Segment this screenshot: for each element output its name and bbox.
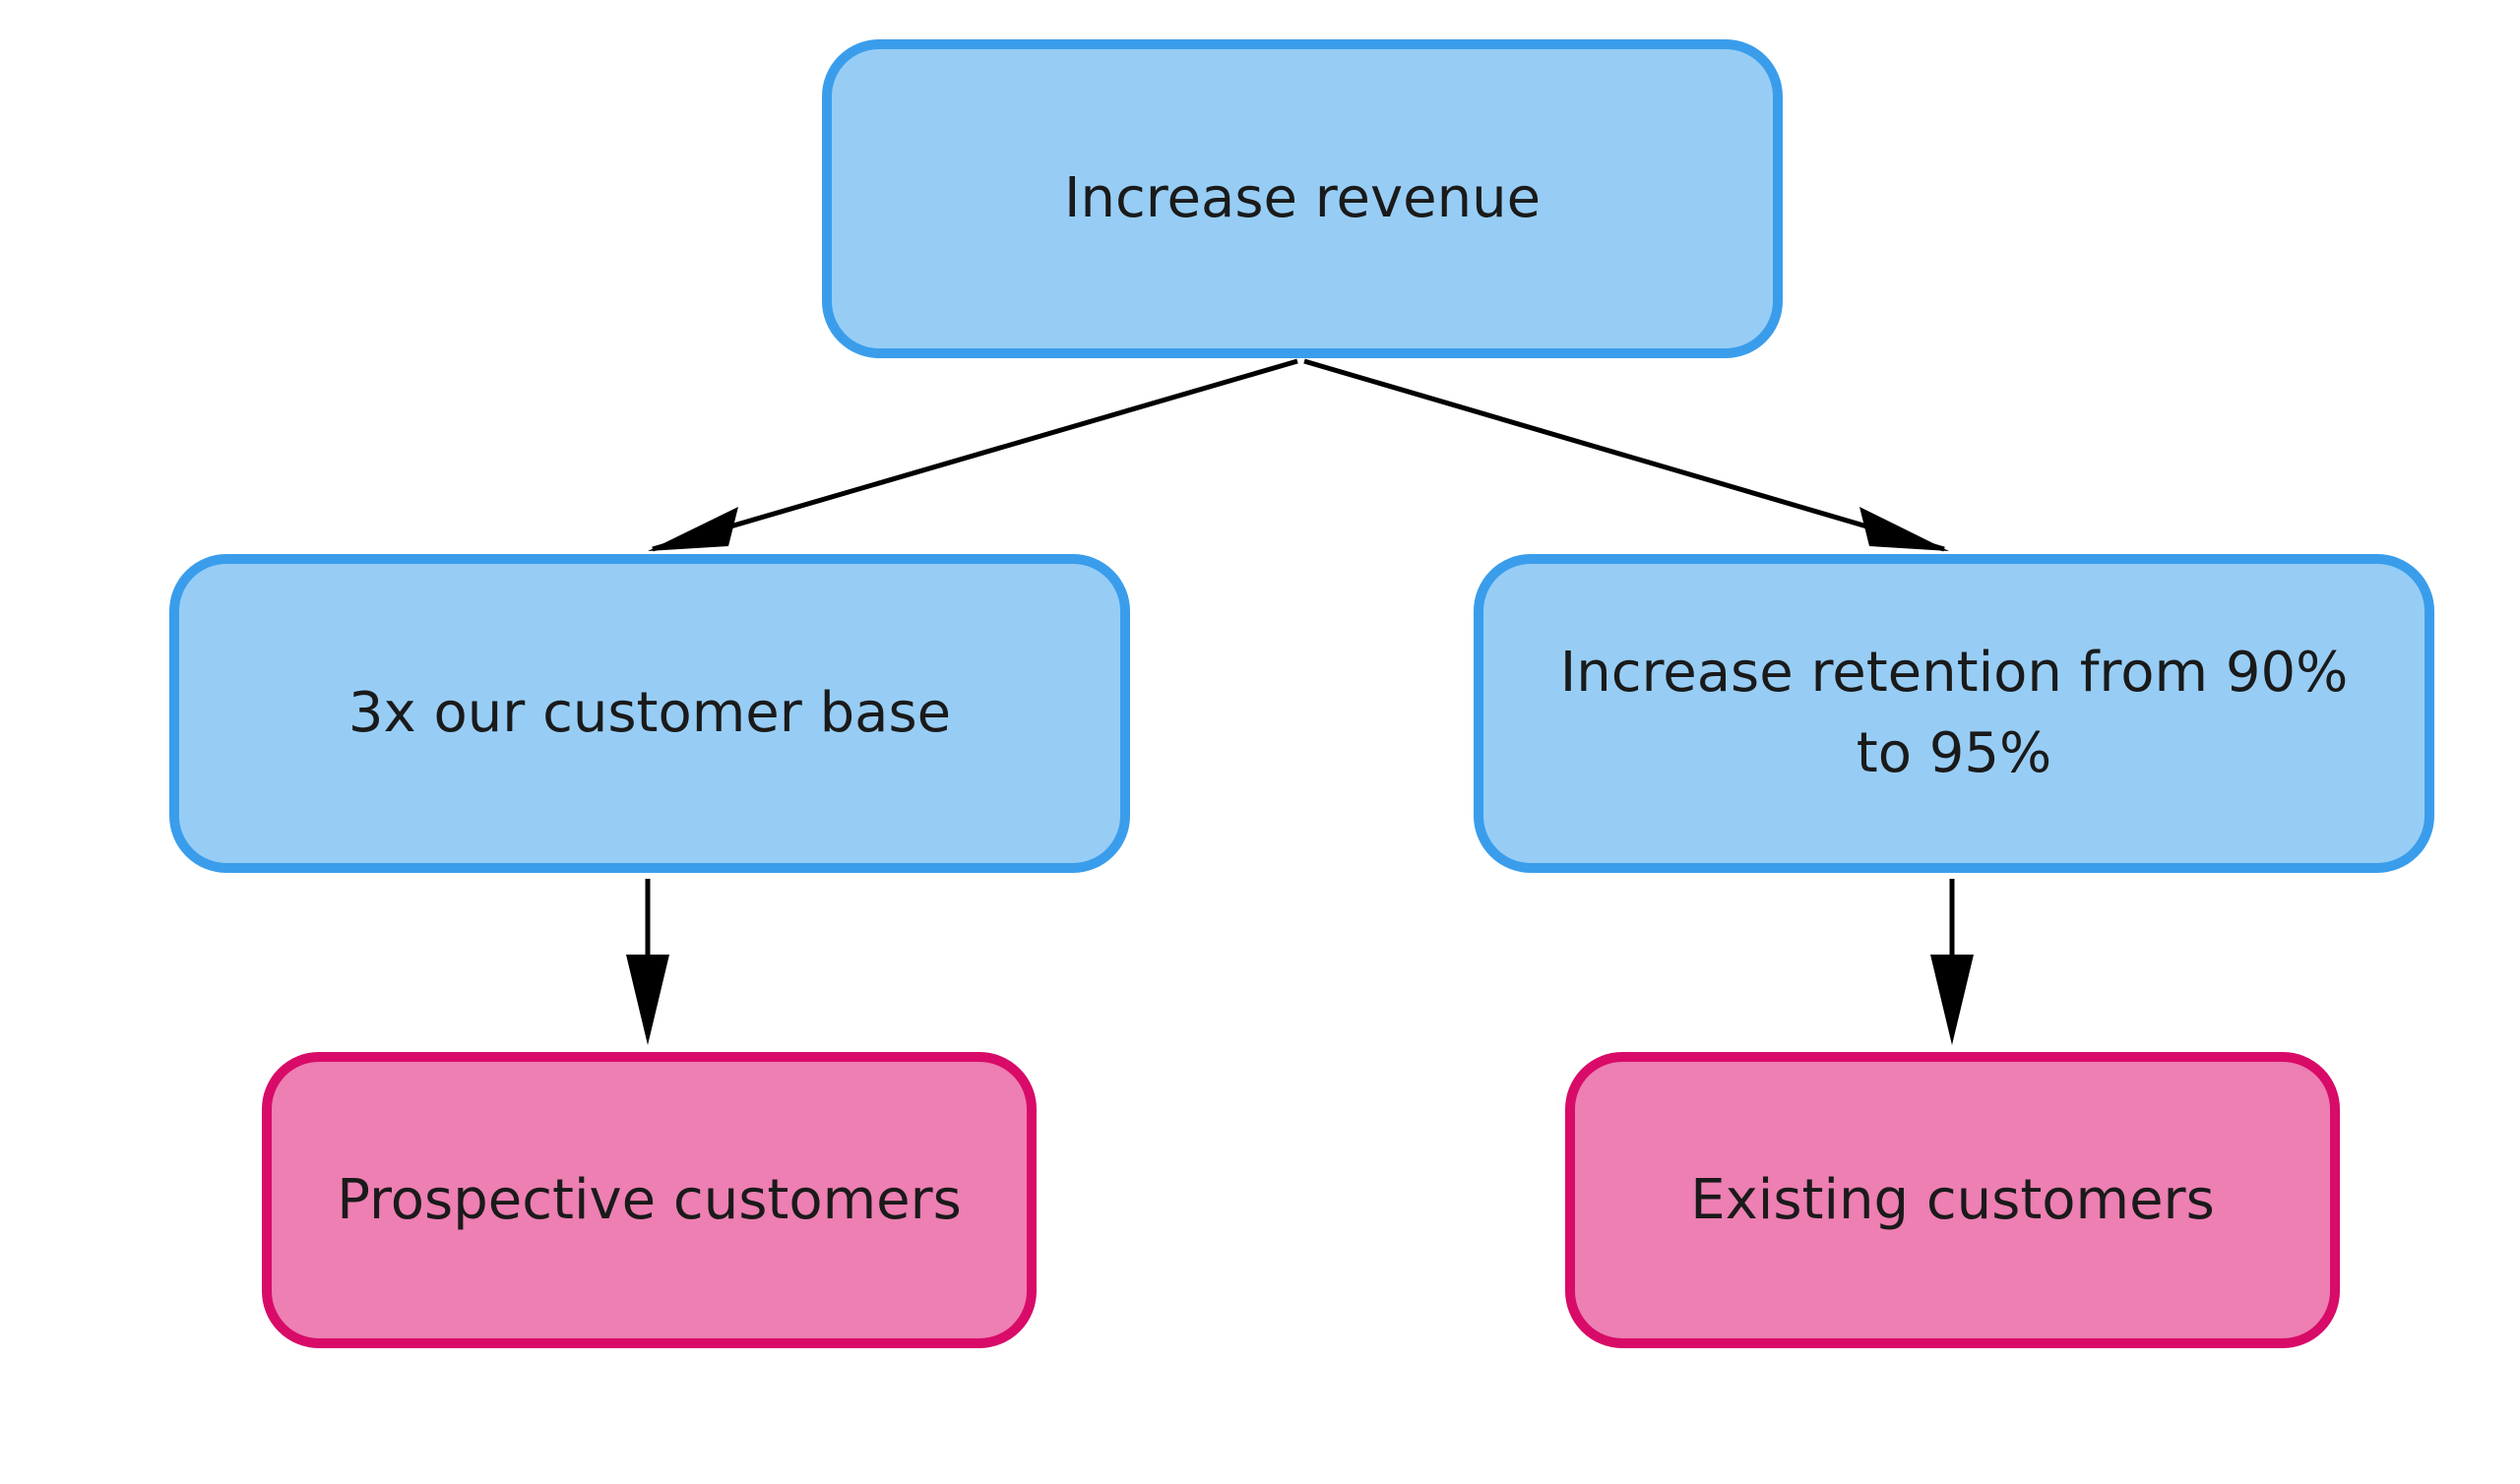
arrowhead-prospective (626, 955, 669, 1045)
node-label: Increase retention from 90% to 95% (1559, 641, 2349, 785)
node-customer-base: 3x our customer base (169, 554, 1130, 873)
node-prospective-customers: Prospective customers (262, 1052, 1037, 1348)
arrowhead-left (648, 507, 738, 551)
node-increase-revenue: Increase revenue (822, 39, 1783, 358)
edge-root-to-left (652, 358, 1298, 552)
node-label: Existing customers (1690, 1167, 2215, 1232)
node-label: Prospective customers (337, 1167, 962, 1232)
edge-root-to-right (1303, 358, 1945, 552)
arrowhead-existing (1930, 955, 1974, 1045)
node-existing-customers: Existing customers (1565, 1052, 2340, 1348)
arrowhead-right (1859, 507, 1949, 551)
node-label: Increase revenue (1063, 166, 1542, 230)
node-label: 3x our customer base (347, 681, 952, 745)
node-increase-retention: Increase retention from 90% to 95% (1474, 554, 2434, 873)
